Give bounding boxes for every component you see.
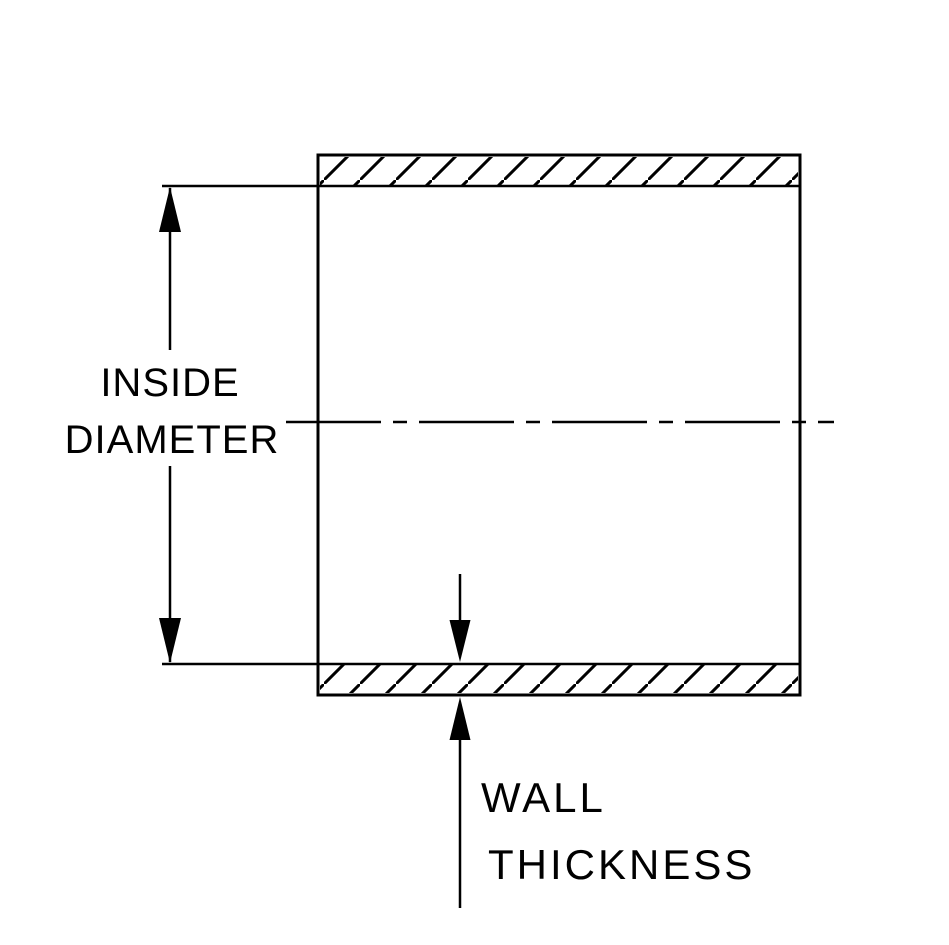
inside-diameter-arrow-up (159, 187, 181, 232)
inside-diameter-label-line1: INSIDE (100, 361, 239, 405)
tube-outline (316, 153, 802, 697)
bottom-wall-hatch (320, 665, 798, 693)
top-wall-hatch (320, 157, 798, 185)
wall-thickness-dimension: WALL THICKNESS (449, 574, 755, 908)
wall-thickness-label-line2: THICKNESS (488, 841, 755, 888)
inside-diameter-dimension: INSIDE DIAMETER (65, 184, 318, 666)
wall-thickness-label-line1: WALL (481, 774, 606, 821)
wall-thickness-arrow-down (449, 620, 471, 662)
inside-diameter-arrow-down (159, 618, 181, 663)
wall-thickness-arrow-up (449, 697, 471, 740)
inside-diameter-label-line2: DIAMETER (65, 418, 280, 462)
